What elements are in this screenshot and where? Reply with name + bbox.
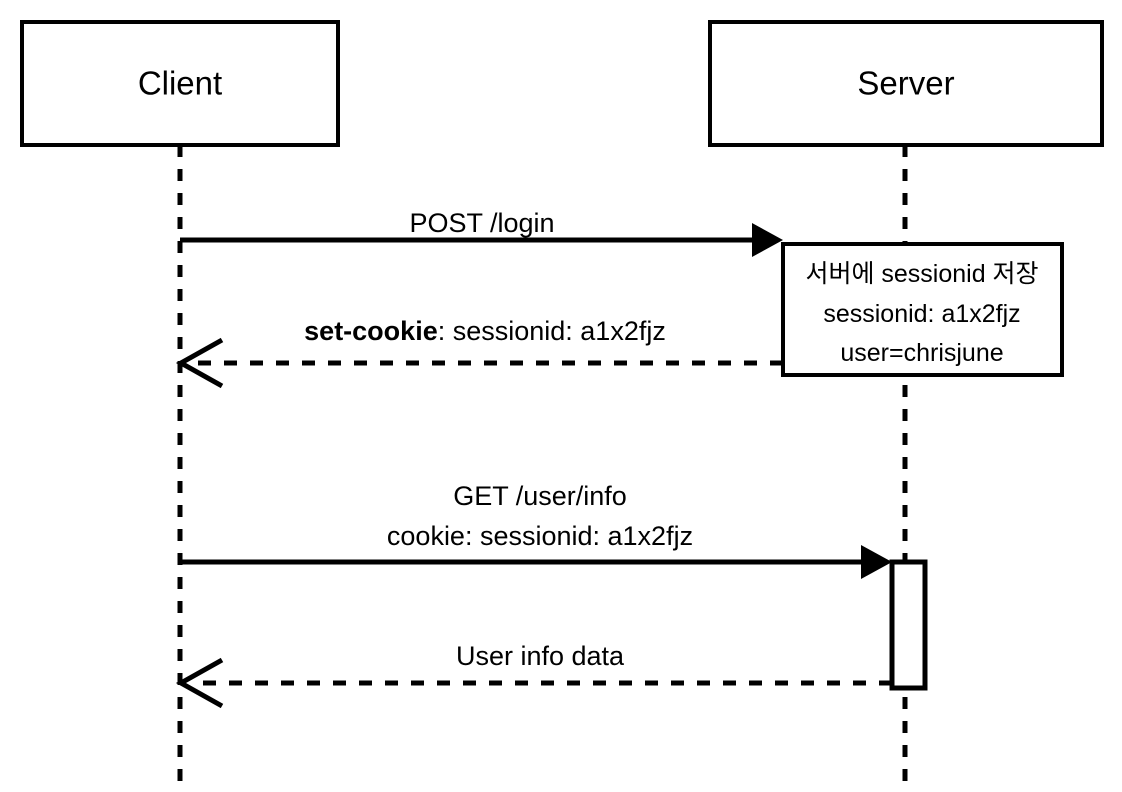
message-label-set-cookie-bold: set-cookie: [304, 316, 438, 346]
note-line-1: 서버에 sessionid 저장: [805, 260, 1038, 288]
note-box-server-session[interactable]: [781, 242, 1064, 377]
message-arrowhead-user-info-data: [175, 657, 224, 709]
message-arrowhead-get-user-info: [861, 545, 892, 579]
message-label-post-login: POST /login: [409, 208, 554, 238]
message-label-user-info-data: User info data: [456, 641, 625, 671]
participant-label-server: Server: [857, 65, 954, 102]
note-line-2: sessionid: a1x2fjz: [823, 300, 1020, 328]
message-label-set-cookie-rest: : sessionid: a1x2fjz: [438, 316, 666, 346]
participant-box-server[interactable]: [708, 20, 1104, 147]
note-line-3: user=chrisjune: [840, 339, 1003, 367]
activation-bar-server[interactable]: [889, 559, 928, 691]
message-label-get-user-info-line2: cookie: sessionid: a1x2fjz: [387, 521, 693, 551]
message-arrowhead-post-login: [752, 223, 783, 257]
message-arrowhead-set-cookie: [175, 337, 224, 389]
participant-box-client[interactable]: [20, 20, 340, 147]
message-label-get-user-info-line1: GET /user/info: [453, 481, 627, 511]
participant-label-client: Client: [138, 65, 222, 102]
message-label-set-cookie: set-cookie: sessionid: a1x2fjz: [304, 316, 666, 346]
